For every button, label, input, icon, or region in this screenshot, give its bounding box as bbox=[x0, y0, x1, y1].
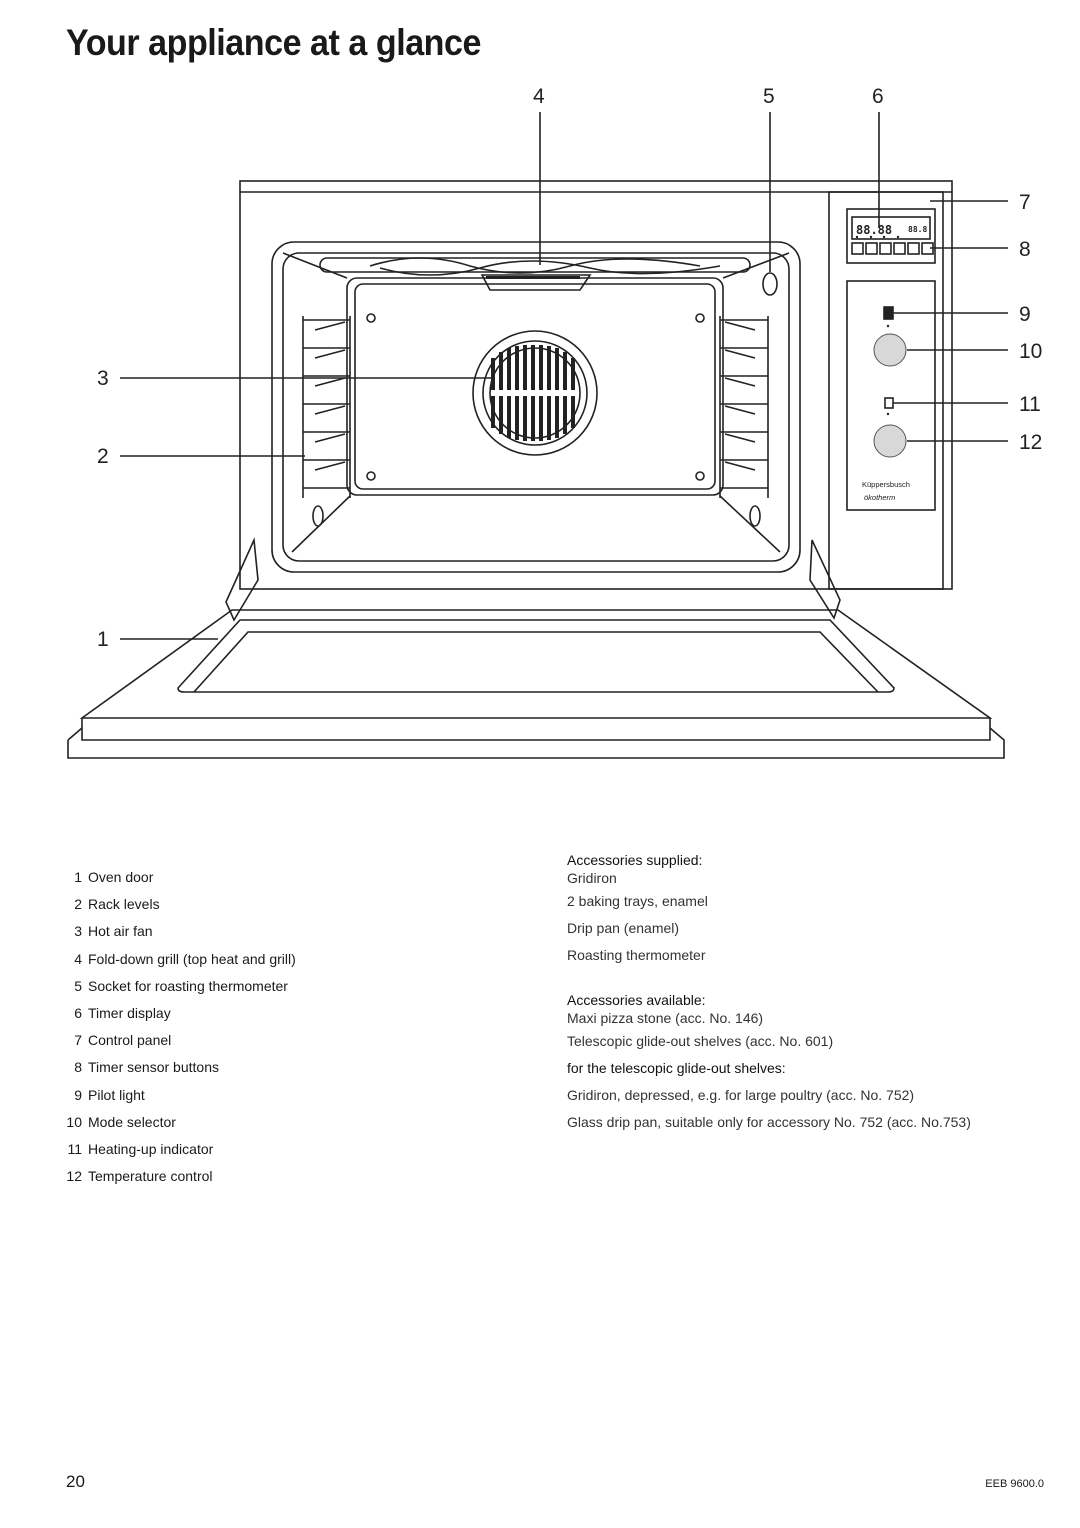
page-number: 20 bbox=[66, 1472, 85, 1491]
legend-label: Socket for roasting thermometer bbox=[88, 977, 288, 994]
pilot-light bbox=[883, 306, 894, 320]
accessory-item: Glass drip pan, suitable only for access… bbox=[567, 1114, 971, 1131]
oven-body bbox=[239, 180, 953, 590]
callout-5: 5 bbox=[763, 85, 775, 108]
legend-number: 2 bbox=[74, 896, 82, 913]
legend-item: 4 Fold-down grill (top heat and grill) bbox=[62, 946, 296, 973]
heating-up-indicator bbox=[884, 397, 894, 409]
rack-right bbox=[719, 316, 769, 527]
callout-1: 1 bbox=[97, 628, 109, 651]
accessories-section: Accessories supplied: Gridiron 2 baking … bbox=[567, 852, 971, 1136]
oven-cavity bbox=[271, 241, 801, 573]
legend-item: 10 Mode selector bbox=[62, 1109, 296, 1136]
legend-label: Timer display bbox=[88, 1005, 171, 1022]
accessories-available-heading: Accessories available: bbox=[567, 991, 706, 1008]
legend-item: 5 Socket for roasting thermometer bbox=[62, 973, 296, 1000]
rack-left bbox=[302, 316, 351, 527]
brand-sub-logo: ökotherm bbox=[864, 493, 895, 502]
callout-7: 7 bbox=[1019, 191, 1031, 214]
mode-selector-knob bbox=[873, 333, 907, 367]
legend-item: 8 Timer sensor buttons bbox=[62, 1054, 296, 1081]
telescopic-heading: for the telescopic glide-out shelves: bbox=[567, 1059, 786, 1076]
legend-label: Rack levels bbox=[88, 896, 160, 913]
legend-item: 7 Control panel bbox=[62, 1027, 296, 1054]
timer-sensor-buttons bbox=[851, 242, 934, 255]
accessory-item: 2 baking trays, enamel bbox=[567, 893, 708, 909]
legend-number: 5 bbox=[74, 977, 82, 994]
callout-12: 12 bbox=[1019, 431, 1042, 454]
display-digits-small: 88.8 bbox=[908, 225, 927, 234]
control-panel bbox=[828, 191, 944, 590]
timer-display bbox=[846, 208, 936, 264]
legend-label: Mode selector bbox=[88, 1113, 176, 1130]
callout-10: 10 bbox=[1019, 340, 1042, 363]
callout-9: 9 bbox=[1019, 303, 1031, 326]
legend-number: 9 bbox=[74, 1086, 82, 1103]
accessory-item: Gridiron bbox=[567, 870, 617, 886]
legend-number: 4 bbox=[74, 950, 82, 967]
callout-3: 3 bbox=[97, 367, 109, 390]
legend-label: Control panel bbox=[88, 1032, 172, 1049]
legend-number: 10 bbox=[66, 1113, 82, 1130]
parts-legend: 1 Oven door 2 Rack levels 3 Hot air fan 4 Fo… bbox=[62, 864, 296, 1190]
legend-label: Oven door bbox=[88, 869, 154, 885]
legend-item: 6 Timer display bbox=[62, 1000, 296, 1027]
callout-2: 2 bbox=[97, 445, 109, 468]
accessory-item: Maxi pizza stone (acc. No. 146) bbox=[567, 1009, 764, 1026]
accessories-supplied-heading: Accessories supplied: bbox=[567, 852, 703, 868]
legend-item: 9 Pilot light bbox=[62, 1082, 296, 1109]
callout-11: 11 bbox=[1019, 393, 1041, 416]
display-digits: 88.88 bbox=[856, 223, 892, 237]
accessory-item: Telescopic glide-out shelves (acc. No. 6… bbox=[567, 1032, 834, 1049]
page-title: Your appliance at a glance bbox=[66, 22, 481, 63]
legend-number: 12 bbox=[66, 1168, 82, 1185]
accessory-item: Roasting thermometer bbox=[567, 947, 706, 964]
legend-label: Temperature control bbox=[88, 1168, 213, 1185]
legend-number: 7 bbox=[74, 1032, 82, 1049]
legend-number: 11 bbox=[67, 1141, 82, 1158]
legend-label: Timer sensor buttons bbox=[88, 1059, 219, 1076]
legend-item: 11 Heating-up indicator bbox=[62, 1136, 296, 1163]
callout-8: 8 bbox=[1019, 238, 1031, 261]
legend-number: 3 bbox=[74, 923, 82, 940]
legend-label: Heating-up indicator bbox=[88, 1141, 214, 1158]
temperature-control-knob bbox=[873, 424, 907, 458]
callout-6: 6 bbox=[872, 85, 884, 108]
legend-item: 12 Temperature control bbox=[62, 1163, 296, 1190]
legend-item: 1 Oven door bbox=[62, 864, 296, 891]
legend-label: Fold-down grill (top heat and grill) bbox=[88, 950, 296, 967]
document-code: EEB 9600.0 bbox=[985, 1478, 1044, 1490]
thermometer-socket bbox=[762, 272, 778, 296]
legend-item: 3 Hot air fan bbox=[62, 918, 296, 945]
legend-item: 2 Rack levels bbox=[62, 891, 296, 918]
oven-door bbox=[67, 609, 1005, 759]
legend-label: Hot air fan bbox=[88, 923, 153, 940]
legend-number: 6 bbox=[74, 1005, 82, 1022]
accessory-item: Gridiron, depressed, e.g. for large poul… bbox=[567, 1086, 915, 1103]
accessory-item: Drip pan (enamel) bbox=[567, 920, 680, 937]
legend-number: 8 bbox=[74, 1059, 82, 1076]
legend-label: Pilot light bbox=[88, 1086, 145, 1103]
brand-logo: Küppersbusch bbox=[862, 480, 910, 489]
fan-grille bbox=[491, 345, 575, 441]
callout-4: 4 bbox=[533, 85, 545, 108]
oven-diagram: 88.88 88.8 Küppersbusch ökotherm 1 2 3 4… bbox=[67, 85, 1042, 759]
legend-number: 1 bbox=[74, 869, 82, 885]
